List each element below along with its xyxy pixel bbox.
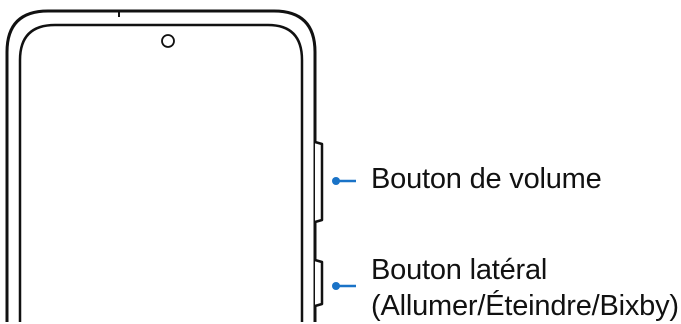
- side-button-label: Bouton latéral (Allumer/Éteindre/Bixby): [371, 252, 679, 324]
- side-button-label-line2: (Allumer/Éteindre/Bixby): [371, 290, 679, 322]
- volume-button-label: Bouton de volume: [371, 163, 602, 195]
- front-camera-icon: [161, 34, 175, 48]
- volume-callout-dot: [332, 177, 340, 185]
- side-callout-dot: [332, 282, 340, 290]
- phone-screen-edge: [18, 23, 304, 322]
- phone-outer-frame: [5, 9, 317, 322]
- volume-button-shape: [314, 140, 324, 224]
- side-button-label-line1: Bouton latéral: [371, 254, 548, 286]
- side-button-shape: [314, 258, 324, 308]
